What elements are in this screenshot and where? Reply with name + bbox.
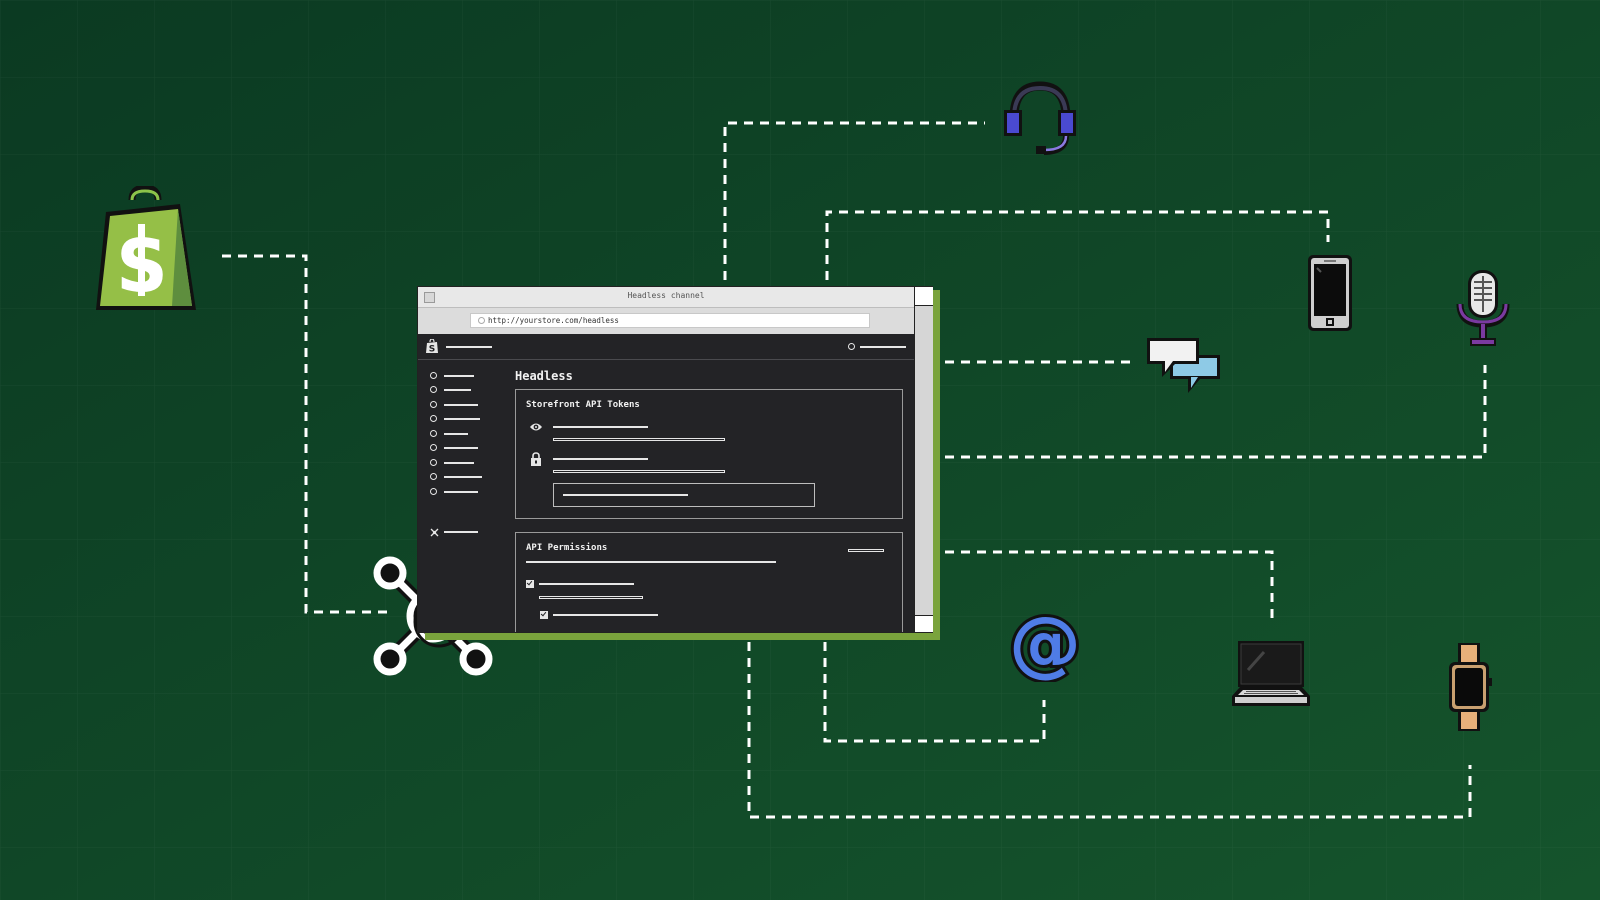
window-title: Headless channel bbox=[627, 291, 705, 300]
permission-detail-placeholder bbox=[539, 596, 643, 599]
app-top-bar: S bbox=[418, 334, 914, 360]
scrollbar-down-button[interactable] bbox=[915, 615, 933, 632]
laptop-icon bbox=[1230, 640, 1312, 710]
sidebar-item-label[interactable] bbox=[444, 491, 478, 493]
sidebar-item-icon[interactable] bbox=[430, 415, 437, 422]
permission-label bbox=[553, 614, 658, 616]
window-titlebar: Headless channel bbox=[418, 287, 914, 308]
api-permissions-title: API Permissions bbox=[526, 543, 608, 553]
url-field[interactable]: http://yourstore.com/headless bbox=[470, 313, 870, 328]
sidebar-item-icon[interactable] bbox=[430, 372, 437, 379]
storefront-tokens-card: Storefront API Tokens bbox=[515, 389, 903, 519]
permission-checkbox[interactable] bbox=[540, 611, 548, 619]
lock-icon bbox=[531, 452, 541, 466]
window-scrollbar[interactable] bbox=[914, 287, 933, 632]
sidebar-item-label[interactable] bbox=[444, 462, 474, 464]
sidebar-item-label[interactable] bbox=[444, 433, 468, 435]
token-name-placeholder bbox=[553, 426, 648, 428]
connector-bag-hub bbox=[222, 254, 388, 614]
page-title: Headless bbox=[515, 369, 573, 383]
token-field-placeholder bbox=[563, 494, 688, 496]
sidebar-item-label[interactable] bbox=[444, 404, 478, 406]
chat-bubbles-icon bbox=[1146, 337, 1222, 397]
sidebar-item-label[interactable] bbox=[444, 389, 471, 391]
at-sign-icon: @ @ bbox=[1010, 612, 1080, 682]
connector-at bbox=[823, 642, 1046, 743]
sidebar-item-label[interactable] bbox=[444, 375, 474, 377]
window-close-button[interactable] bbox=[424, 292, 435, 303]
connector-headset bbox=[723, 121, 985, 280]
svg-text:S: S bbox=[429, 345, 435, 354]
sidebar-item-icon[interactable] bbox=[430, 488, 437, 495]
connector-laptop bbox=[945, 550, 1274, 625]
store-name-placeholder bbox=[446, 346, 492, 348]
headset-icon bbox=[1000, 80, 1080, 160]
user-name-placeholder bbox=[860, 346, 906, 348]
private-token-name-placeholder bbox=[553, 458, 648, 460]
microphone-icon bbox=[1452, 268, 1514, 348]
sidebar-item-icon[interactable] bbox=[430, 430, 437, 437]
svg-text:@: @ bbox=[1010, 612, 1080, 682]
svg-text:@: @ bbox=[1010, 612, 1080, 682]
permissions-edit-link[interactable] bbox=[848, 549, 884, 552]
shopify-logo-icon: S bbox=[426, 339, 438, 353]
permission-checkbox[interactable] bbox=[526, 580, 534, 588]
token-generate-field[interactable] bbox=[553, 483, 815, 507]
permission-label bbox=[539, 583, 634, 585]
connector-microphone bbox=[945, 365, 1487, 459]
sidebar-item-icon[interactable] bbox=[430, 401, 437, 408]
connector-watch bbox=[747, 642, 1472, 819]
sidebar-item-label[interactable] bbox=[444, 476, 482, 478]
apps-icon[interactable] bbox=[430, 528, 439, 537]
smartwatch-icon bbox=[1447, 642, 1493, 732]
eye-icon[interactable] bbox=[529, 422, 543, 432]
url-text: http://yourstore.com/headless bbox=[488, 316, 619, 325]
user-avatar-icon[interactable] bbox=[848, 343, 855, 350]
phone-icon bbox=[1307, 254, 1353, 332]
sidebar-item-icon[interactable] bbox=[430, 444, 437, 451]
scrollbar-up-button[interactable] bbox=[915, 287, 933, 306]
permissions-description-placeholder bbox=[526, 561, 776, 563]
browser-window: Headless channel http://yourstore.com/he… bbox=[417, 286, 933, 633]
connector-phone bbox=[825, 210, 1330, 280]
shopify-bag-icon: S bbox=[88, 186, 203, 321]
sidebar-item-icon[interactable] bbox=[430, 386, 437, 393]
sidebar-item-icon[interactable] bbox=[430, 459, 437, 466]
private-token-value-placeholder bbox=[553, 470, 725, 473]
sidebar-item-label[interactable] bbox=[444, 418, 480, 420]
app-viewport: S bbox=[418, 334, 914, 632]
address-bar: http://yourstore.com/headless bbox=[418, 308, 914, 334]
api-permissions-card: API Permissions bbox=[515, 532, 903, 632]
token-value-placeholder bbox=[553, 438, 725, 441]
sidebar-item-label[interactable] bbox=[444, 447, 478, 449]
apps-label[interactable] bbox=[444, 531, 478, 533]
url-globe-icon bbox=[478, 317, 485, 324]
connector-lines bbox=[222, 121, 1487, 819]
storefront-tokens-title: Storefront API Tokens bbox=[526, 400, 640, 410]
sidebar-item-icon[interactable] bbox=[430, 473, 437, 480]
